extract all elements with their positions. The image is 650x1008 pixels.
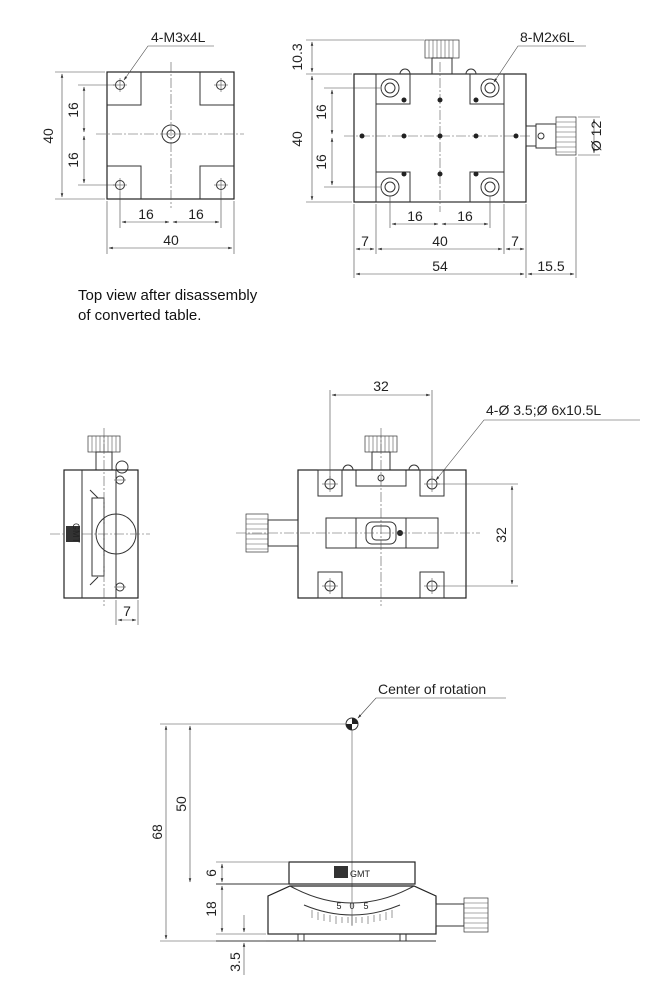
plan-view-height-dim: 40 xyxy=(289,131,305,147)
caption-line-1: Top view after disassembly xyxy=(78,287,258,304)
front-view-32-top-dim: 32 xyxy=(373,378,389,394)
top-view: 4-M3x4L 40 16 16 16 16 40 xyxy=(40,29,244,254)
scale-right-label: 5 xyxy=(363,901,368,911)
plan-view-15-5-dim: 15.5 xyxy=(537,258,564,274)
plan-view-right-width-dim: 16 xyxy=(457,208,473,224)
plan-view-40-dim: 40 xyxy=(432,233,448,249)
side-view-logo: GMT xyxy=(71,523,81,543)
top-view-upper-dim: 16 xyxy=(65,102,81,118)
top-view-hole-label: 4-M3x4L xyxy=(151,29,206,45)
plan-view-right-7-dim: 7 xyxy=(511,233,519,249)
top-view-width-dim: 40 xyxy=(163,232,179,248)
plan-view-lower-dim: 16 xyxy=(313,154,329,170)
bottom-view-logo: GMT xyxy=(350,869,370,879)
bottom-view: Center of rotation GMT 5 0 5 xyxy=(149,681,506,975)
side-view-7-dim: 7 xyxy=(123,603,131,619)
plan-view: 8-M2x6L 10.3 40 16 16 Ø 12 16 16 xyxy=(289,29,604,278)
top-view-left-width-dim: 16 xyxy=(138,206,154,222)
top-view-lower-dim: 16 xyxy=(65,152,81,168)
front-view-hole-label: 4-Ø 3.5;Ø 6x10.5L xyxy=(486,402,601,418)
bottom-view-6-dim: 6 xyxy=(203,869,219,877)
plan-view-54-dim: 54 xyxy=(432,258,448,274)
plan-view-knob-diameter: Ø 12 xyxy=(588,121,604,152)
side-view: GMT 7 xyxy=(50,428,150,625)
bottom-view-68-dim: 68 xyxy=(149,824,165,840)
plan-view-10-3-dim: 10.3 xyxy=(289,43,305,70)
top-view-right-width-dim: 16 xyxy=(188,206,204,222)
bottom-view-3-5-dim: 3.5 xyxy=(227,952,243,972)
center-of-rotation-label: Center of rotation xyxy=(378,681,486,697)
caption: Top view after disassembly of converted … xyxy=(78,286,257,326)
bottom-view-18-dim: 18 xyxy=(203,901,219,917)
front-view: 32 4-Ø 3.5;Ø 6x10.5L 32 xyxy=(236,378,640,606)
scale-mid-label: 0 xyxy=(349,901,354,911)
plan-view-upper-dim: 16 xyxy=(313,104,329,120)
top-view-height-dim: 40 xyxy=(40,128,56,144)
plan-view-left-width-dim: 16 xyxy=(407,208,423,224)
bottom-view-50-dim: 50 xyxy=(173,796,189,812)
front-view-32-right-dim: 32 xyxy=(493,527,509,543)
scale-left-label: 5 xyxy=(336,901,341,911)
plan-view-left-7-dim: 7 xyxy=(361,233,369,249)
caption-line-2: of converted table. xyxy=(78,307,202,324)
plan-view-hole-label: 8-M2x6L xyxy=(520,29,575,45)
